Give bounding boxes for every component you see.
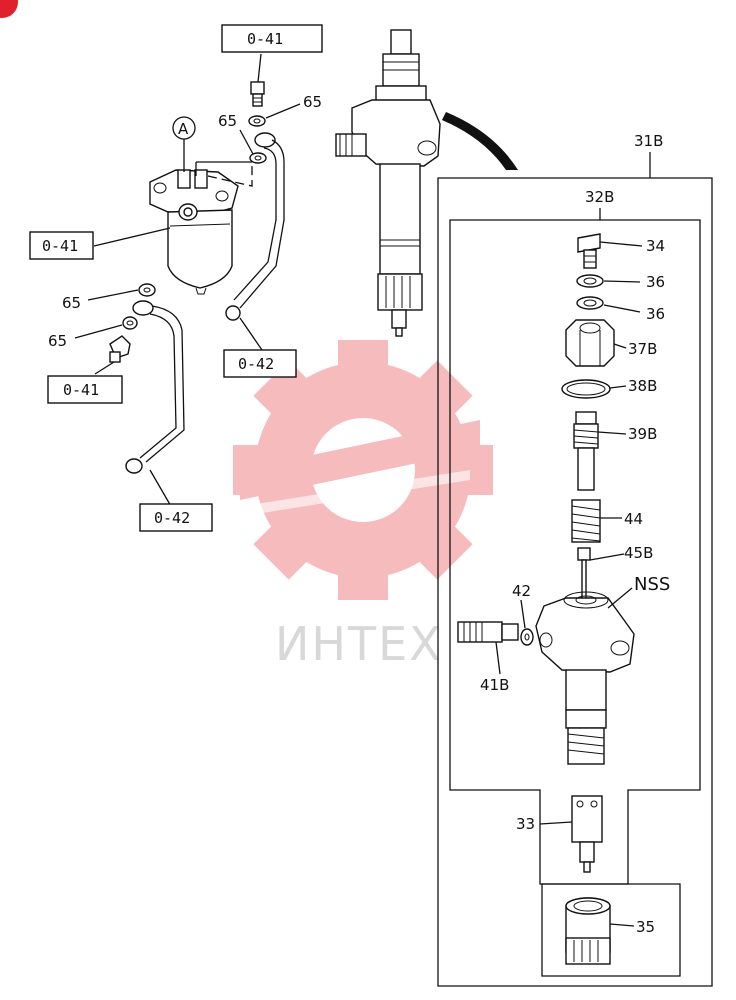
callout-33: 33	[516, 815, 535, 833]
svg-text:0-41: 0-41	[63, 381, 99, 399]
ref-box-lower-pipe: 0-42	[139, 503, 213, 532]
callout-a: A	[178, 120, 189, 138]
callout-65-b: 65	[218, 112, 237, 130]
callout-65-c: 65	[62, 294, 81, 312]
callout-32b: 32B	[585, 188, 614, 206]
ref-box-upper-bolt: 0-41	[221, 24, 323, 53]
fuel-pipe-upper	[225, 132, 285, 321]
banjo-bolt-upper	[250, 81, 265, 107]
part-33-nozzle	[571, 795, 603, 873]
callout-nss: NSS	[634, 574, 670, 595]
ref-box-upper-pipe: 0-42	[223, 349, 297, 378]
detail-marker-a: A	[172, 116, 196, 172]
callout-39b: 39B	[628, 425, 657, 443]
washer-mid	[249, 152, 267, 164]
washer-left-2	[122, 316, 138, 330]
watermark-gear-icon	[233, 340, 493, 600]
kit-outline-35	[541, 883, 681, 977]
banjo-bolt-lower	[109, 335, 131, 363]
callout-65-a: 65	[303, 93, 322, 111]
corner-badge	[0, 0, 18, 18]
part-44-spring	[571, 499, 601, 543]
ref-box-lower-bolt: 0-41	[47, 375, 123, 404]
watermark-text: ИНТЕХ	[275, 617, 443, 671]
callout-44: 44	[624, 510, 643, 528]
fuel-pipe-lower	[125, 300, 185, 474]
nozzle-holder-body-nss	[535, 591, 635, 765]
callout-35: 35	[636, 918, 655, 936]
part-41b-inlet-fitting	[457, 621, 519, 643]
svg-text:0-41: 0-41	[42, 237, 78, 255]
callout-36-b: 36	[646, 305, 665, 323]
callout-45b: 45B	[624, 544, 653, 562]
svg-text:0-42: 0-42	[238, 355, 274, 373]
fuel-filter-assembly	[149, 169, 239, 295]
svg-text:0-42: 0-42	[154, 509, 190, 527]
ref-box-filter: 0-41	[29, 231, 94, 260]
callout-42: 42	[512, 582, 531, 600]
callout-37b: 37B	[628, 340, 657, 358]
callout-36-a: 36	[646, 273, 665, 291]
part-42-washer	[520, 628, 534, 646]
pointer-arrow	[442, 112, 518, 170]
kit-outline-31b	[437, 177, 713, 987]
part-36-washer-1	[576, 274, 604, 288]
callout-41b: 41B	[480, 676, 509, 694]
part-36-washer-2	[576, 296, 604, 310]
part-39b-spindle	[573, 411, 599, 491]
part-34-bolt	[577, 233, 601, 269]
washer-left-1	[138, 283, 156, 297]
part-35-retaining-nut	[565, 897, 611, 965]
svg-text:0-41: 0-41	[247, 30, 283, 48]
callout-34: 34	[646, 237, 665, 255]
washer-upper	[248, 115, 266, 127]
callout-31b: 31B	[634, 132, 663, 150]
part-37b-nut	[565, 319, 615, 367]
callout-38b: 38B	[628, 377, 657, 395]
injector-assembly-top	[335, 29, 441, 337]
callout-65-d: 65	[48, 332, 67, 350]
